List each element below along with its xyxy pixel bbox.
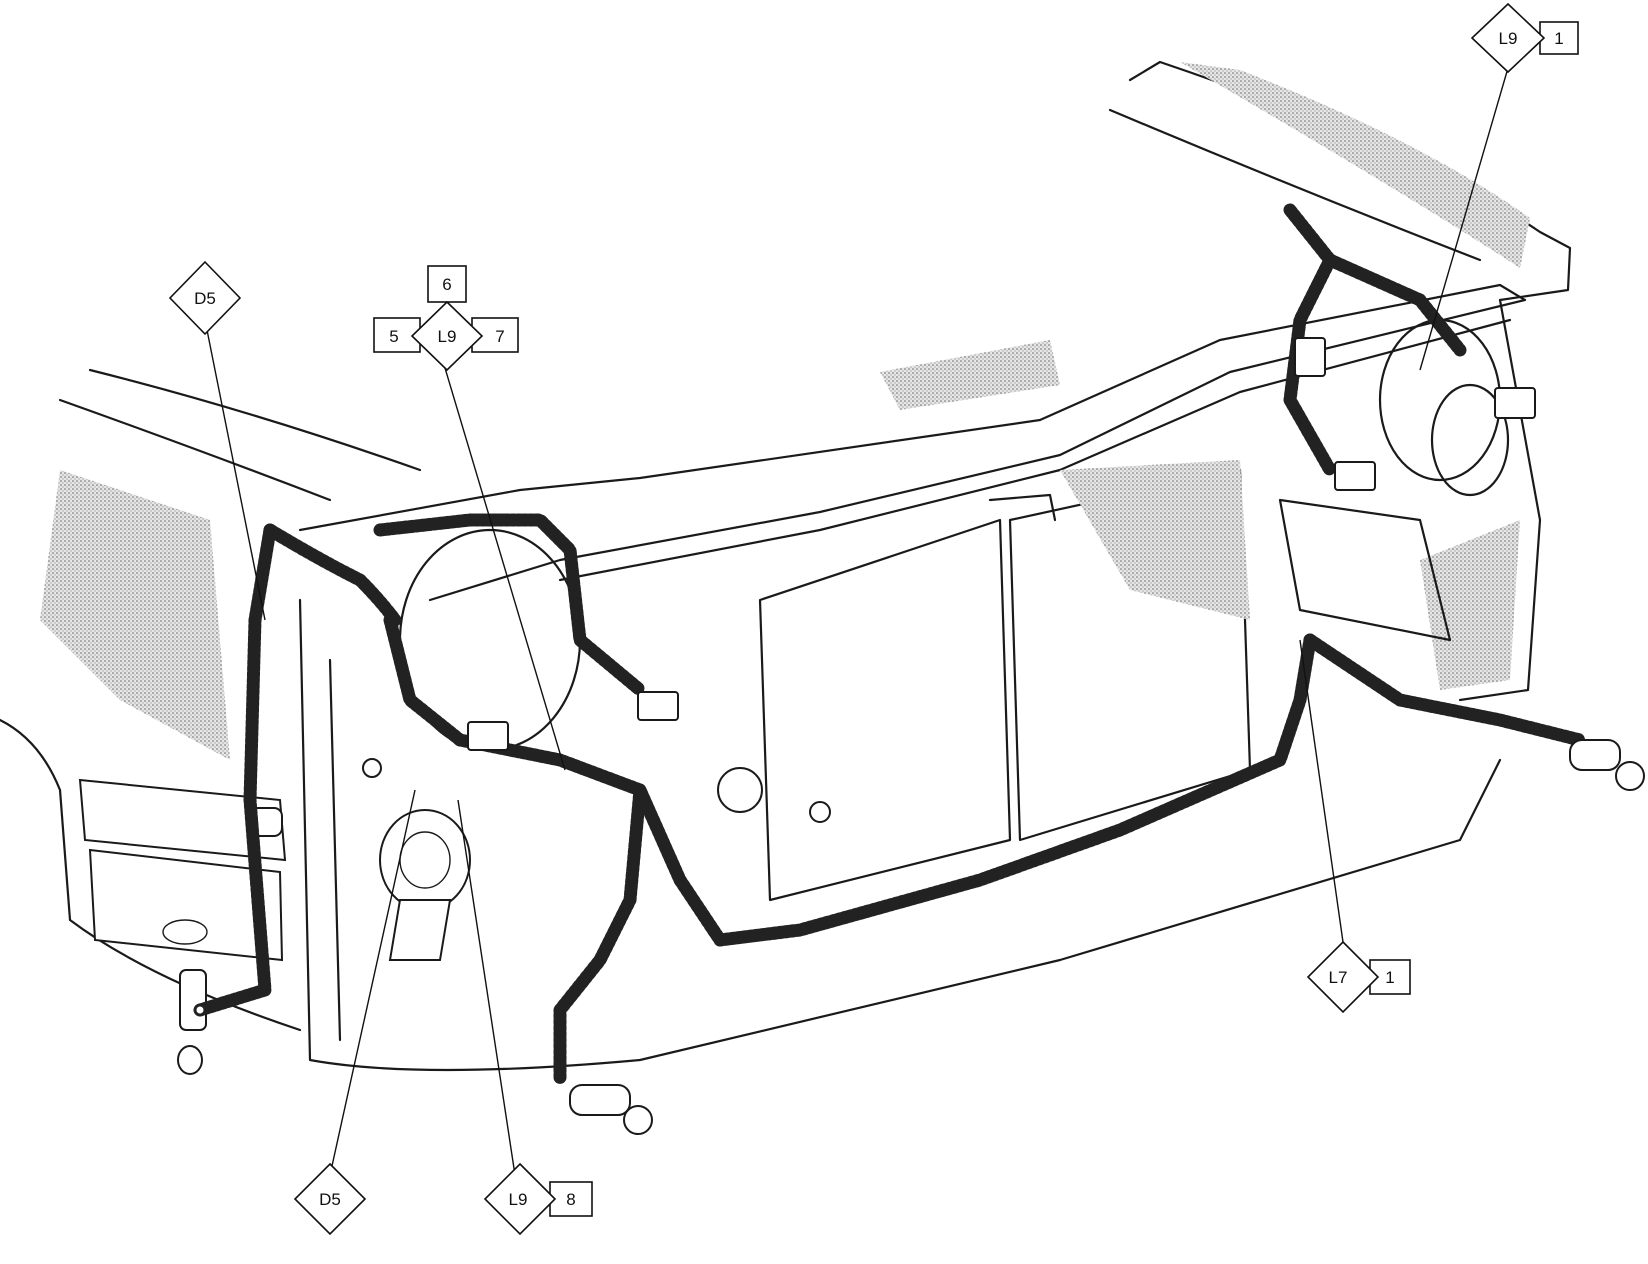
connector-headlamp-right-upper [1494,387,1536,419]
callout-ref-left: 5 [389,327,398,346]
callout-l9-multi: 6 5 L9 7 [373,265,519,372]
parking-lamp-left [78,778,287,1031]
callout-l7-1: L7 1 [1306,940,1411,1014]
callout-code: L9 [1499,29,1518,48]
callout-d5-left: D5 [168,260,242,336]
connector-headlamp-left [467,721,509,751]
callout-ref: 1 [1554,29,1563,48]
connector-right-junction [1294,337,1326,377]
callout-code: L9 [438,327,457,346]
callout-d5-bottom: D5 [293,1162,367,1236]
socket-parking-lamp [177,1045,203,1075]
callout-l9-1-top-right: L9 1 [1470,2,1579,74]
ground-bolt-left [362,758,382,778]
callout-ref-right: 7 [495,327,504,346]
wiring-harness [193,203,1587,1087]
harness-grommet [717,767,763,813]
callout-ref: 8 [566,1190,575,1209]
callout-ref: 1 [1385,968,1394,987]
callout-code: D5 [194,289,216,308]
callout-code: D5 [319,1190,341,1209]
connector-headlamp-left-outer [637,691,679,721]
socket-right-lamp [1569,739,1621,771]
horn [379,809,471,961]
connectors [177,337,1645,1135]
callout-l9-8: L9 8 [483,1162,593,1236]
leader-lines [206,67,1509,1176]
callout-code: L7 [1329,968,1348,987]
connector-headlamp-right-lower [1334,461,1376,491]
radiator-support [298,283,1527,1072]
socket-front-lamp [569,1084,631,1116]
callout-ref-top: 6 [442,275,451,294]
vehicle-body [0,60,1572,1032]
ground-bolt [809,801,831,823]
callout-code: L9 [509,1190,528,1209]
